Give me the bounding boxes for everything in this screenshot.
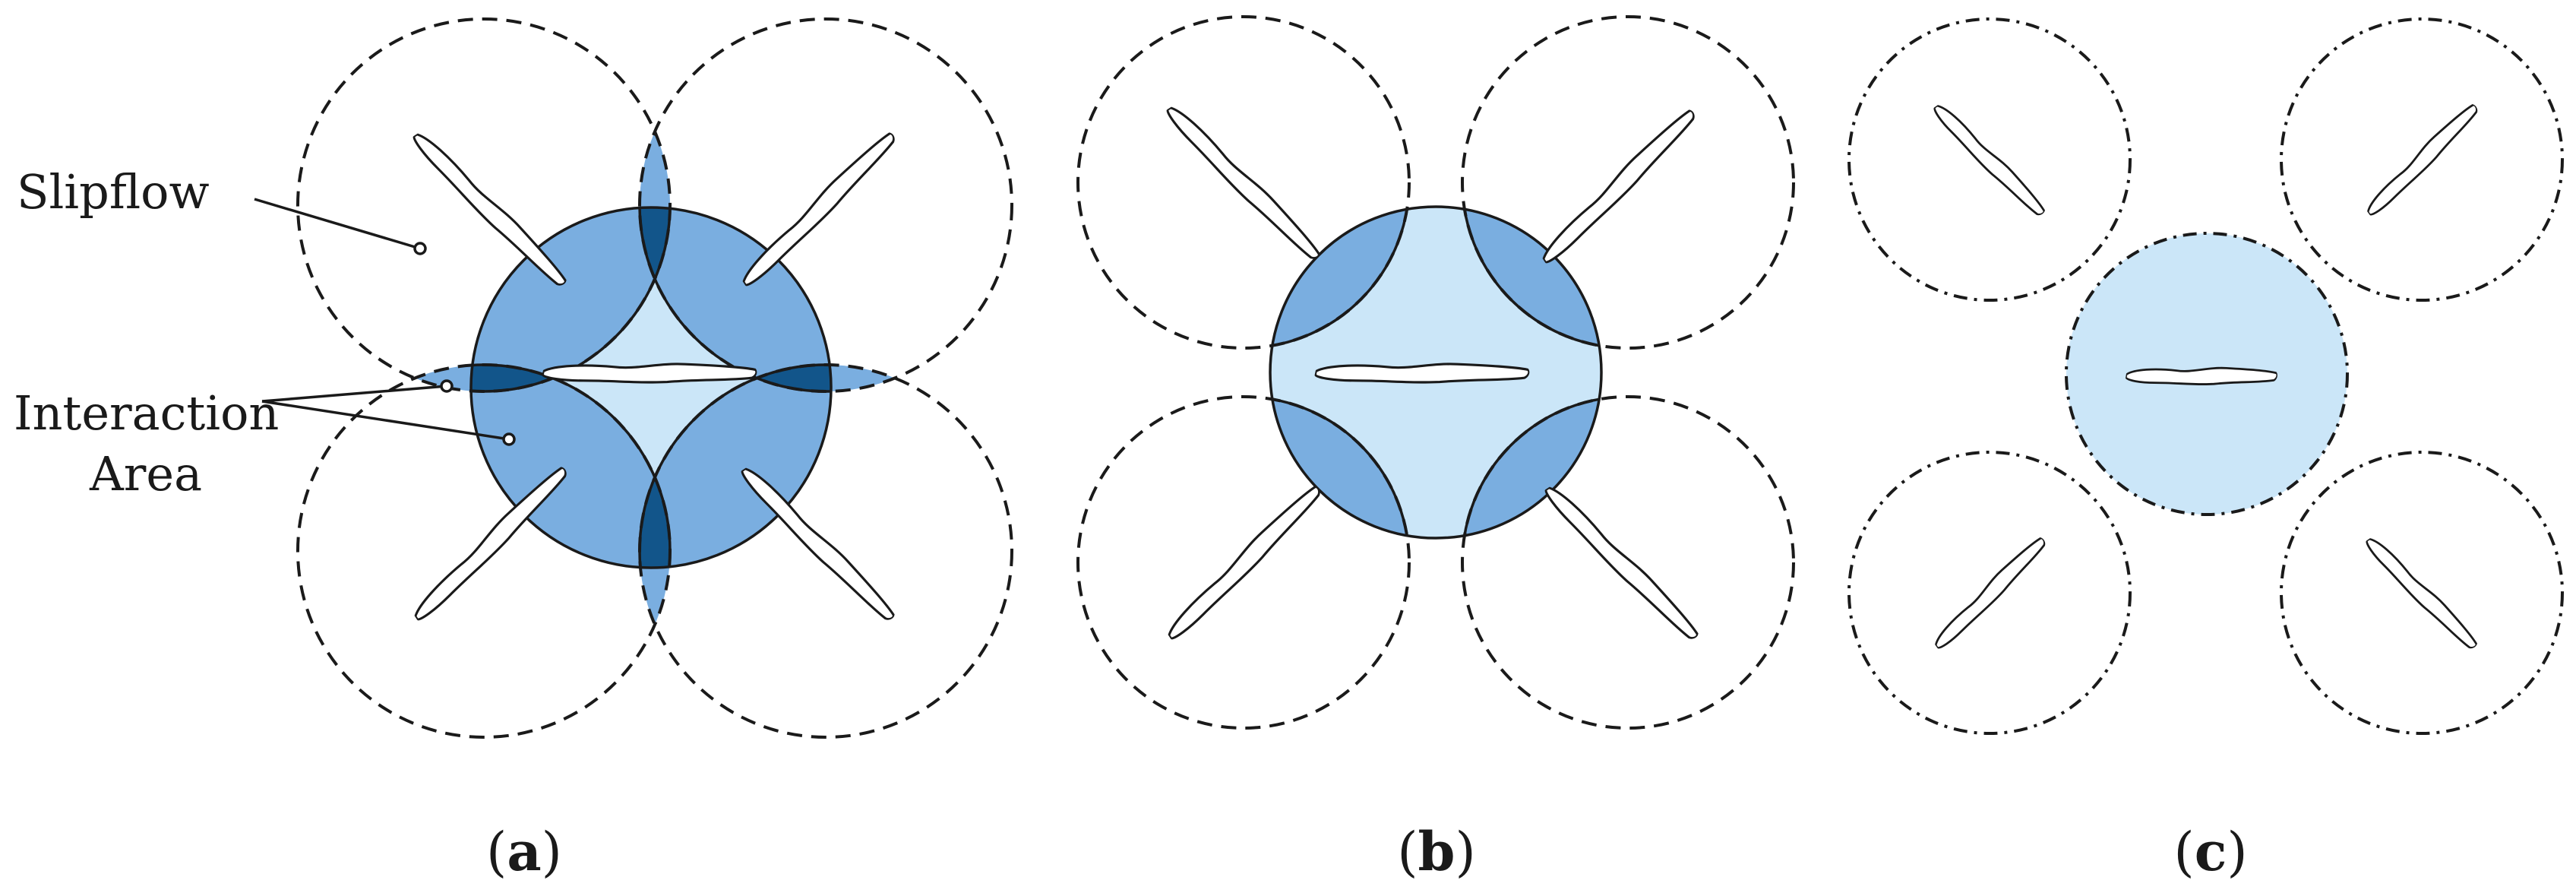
panel-c-center-ring <box>2065 232 2349 516</box>
panel-c-rotor-ring-tl <box>1847 17 2132 302</box>
slipflow-label: Slipflow <box>17 164 210 220</box>
panel-b-rotor-ring-tr <box>1461 15 1795 350</box>
annotations: Slipflow Interaction Area <box>14 164 516 502</box>
panel-a-rotor-ring-tl <box>296 17 672 393</box>
panel-a <box>296 17 1013 739</box>
panel-b-caption: (b) <box>1397 820 1476 883</box>
panel-c-propeller-center <box>2125 366 2278 386</box>
panel-a-propeller-bl <box>409 462 573 626</box>
panel-a-propeller-br <box>735 462 899 626</box>
panel-a-propeller-center <box>542 363 757 384</box>
panel-b <box>1076 15 1795 730</box>
interaction-leader-2 <box>261 400 510 441</box>
interaction-area-label-line2: Area <box>89 446 202 502</box>
panel-c <box>1847 17 2564 735</box>
panel-a-propeller-tl <box>407 128 571 292</box>
panel-a-caption: (a) <box>486 820 562 883</box>
panel-b-propeller-tr <box>1537 105 1701 269</box>
panel-c-rotor-ring-bl <box>1847 451 2132 735</box>
panel-c-rotor-ring-tr <box>2280 17 2564 302</box>
panel-b-center-outline <box>1269 205 1603 540</box>
panel-b-rotor-ring-bl <box>1076 395 1411 730</box>
panel-c-propeller-tr <box>2362 100 2483 220</box>
interaction-pointer-dot-1 <box>440 379 454 393</box>
panel-b-rotor-ring-br <box>1461 395 1795 730</box>
panel-c-caption: (c) <box>2173 820 2247 883</box>
slipflow-leader <box>254 198 421 250</box>
panel-b-medium-overlaps <box>1270 207 1601 538</box>
panel-b-propeller-tl <box>1161 101 1325 265</box>
interaction-pointer-dot-2 <box>502 432 516 446</box>
panel-c-propeller-tl <box>1929 100 2050 220</box>
panel-a-rotor-ring-tr <box>638 17 1013 393</box>
panel-b-propeller-br <box>1539 481 1703 645</box>
slipflow-pointer-dot <box>413 242 427 255</box>
panel-c-propeller-bl <box>1930 533 2050 654</box>
panel-a-rotor-ring-bl <box>296 363 672 739</box>
panel-b-propeller-center <box>1314 363 1530 384</box>
panel-b-rotor-ring-tl <box>1076 15 1411 350</box>
panel-c-propeller-br <box>2361 533 2482 654</box>
panel-a-propeller-tr <box>737 128 901 292</box>
panel-b-propeller-bl <box>1162 481 1326 645</box>
panel-c-rotor-ring-br <box>2280 451 2564 735</box>
panel-a-rotor-ring-br <box>638 363 1013 739</box>
interaction-leader-1 <box>261 385 447 403</box>
panel-a-center-outline <box>469 206 833 569</box>
interaction-area-label-line1: Interaction <box>14 385 279 441</box>
